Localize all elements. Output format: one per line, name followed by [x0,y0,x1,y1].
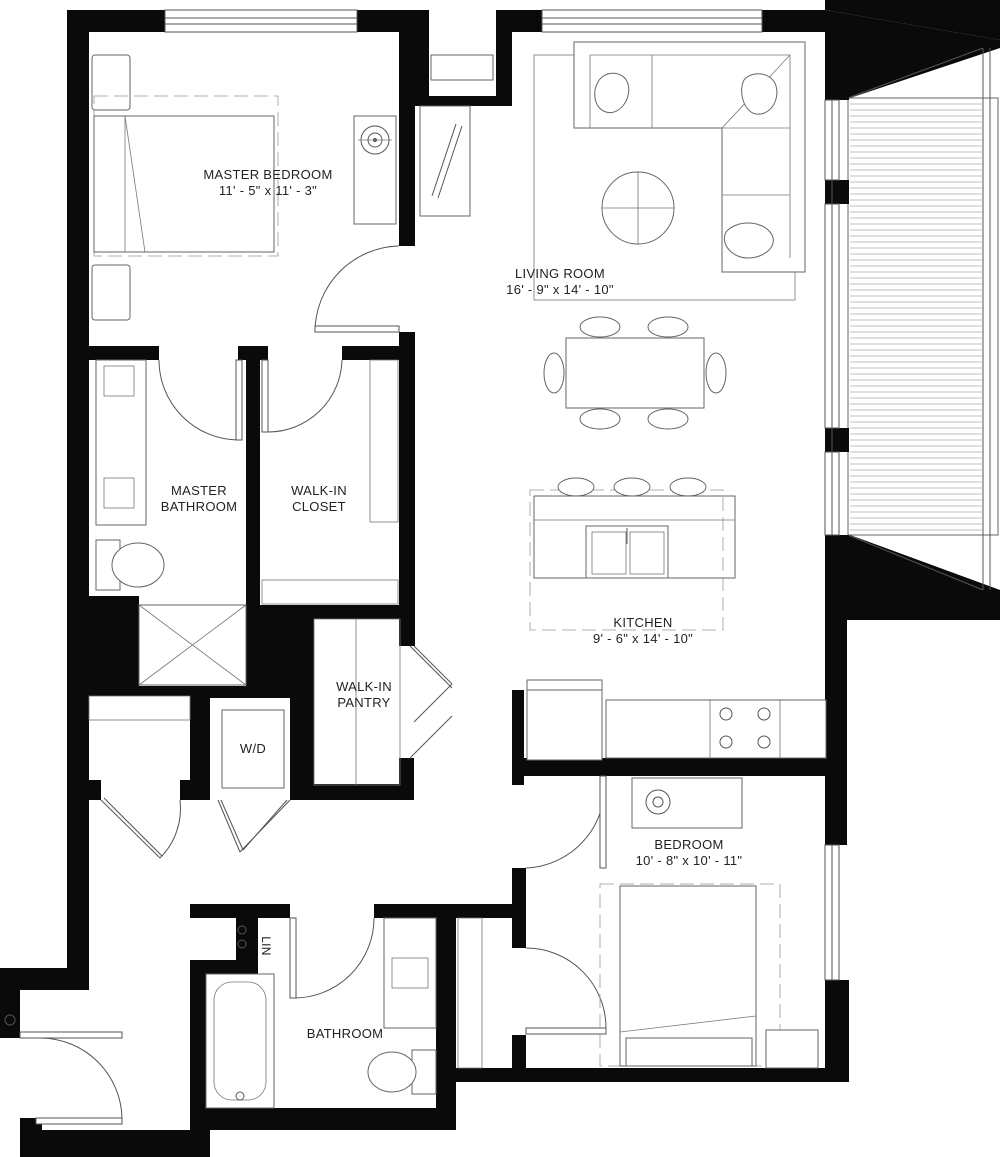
entry-hardware [4,1014,16,1026]
bathroom-label: BATHROOM [290,1026,400,1042]
master-bedroom-dims: 11' - 5" x 11' - 3" [218,183,318,198]
walls [0,10,849,1157]
bar-stool [557,477,595,497]
living-room-label: LIVING ROOM 16' - 9" x 14' - 10" [480,266,640,298]
walk-in-pantry-name-1: WALK-IN [336,679,392,694]
walk-in-pantry-label: WALK-IN PANTRY [316,679,412,711]
laundry-name: W/D [239,741,267,756]
bar-stool [613,477,651,497]
linen-label: LIN [258,926,274,966]
kitchen-furniture [526,477,827,761]
doors [19,245,607,1125]
walk-in-closet-name-1: WALK-IN [291,483,347,498]
living-room-furniture [533,41,806,430]
walk-in-pantry-name-2: PANTRY [337,695,391,710]
bar-stool [669,477,707,497]
bedroom-label: BEDROOM 10' - 8" x 10' - 11" [604,837,774,869]
master-bathroom-label: MASTER BATHROOM [146,483,252,515]
laundry-label: W/D [222,741,284,757]
master-bathroom-name-1: MASTER [171,483,227,498]
master-bedroom-furniture [91,54,397,321]
windows [164,9,840,981]
kitchen-dims: 9' - 6" x 14' - 10" [592,631,694,646]
walk-in-closet-label: WALK-IN CLOSET [268,483,370,515]
bedroom-name: BEDROOM [654,837,724,852]
kitchen-label: KITCHEN 9' - 6" x 14' - 10" [563,615,723,647]
dining-chair [647,408,689,430]
dining-chair [579,316,621,338]
master-bedroom-label: MASTER BEDROOM 11' - 5" x 11' - 3" [188,167,348,199]
bedroom-dims: 10' - 8" x 10' - 11" [635,853,743,868]
dining-chair [705,352,727,394]
dining-chair [543,352,565,394]
dining-chair [647,316,689,338]
master-bathroom-name-2: BATHROOM [160,499,238,514]
living-room-dims: 16' - 9" x 14' - 10" [506,282,614,297]
master-bath-fixtures [95,359,247,686]
master-bedroom-name: MASTER BEDROOM [203,167,333,182]
living-room-name: LIVING ROOM [515,266,605,281]
walk-in-closet-name-2: CLOSET [292,499,346,514]
walk-in-closet-shelves [261,359,401,786]
bathroom-name: BATHROOM [306,1026,384,1041]
bathroom-fixtures [205,917,437,1109]
bedroom-furniture [457,777,819,1069]
coat-closet-furniture [419,54,494,217]
kitchen-name: KITCHEN [613,615,673,630]
dining-chair [579,408,621,430]
laundry-fixtures [88,695,285,789]
balcony [825,0,1000,620]
linen-name: LIN [259,936,273,956]
